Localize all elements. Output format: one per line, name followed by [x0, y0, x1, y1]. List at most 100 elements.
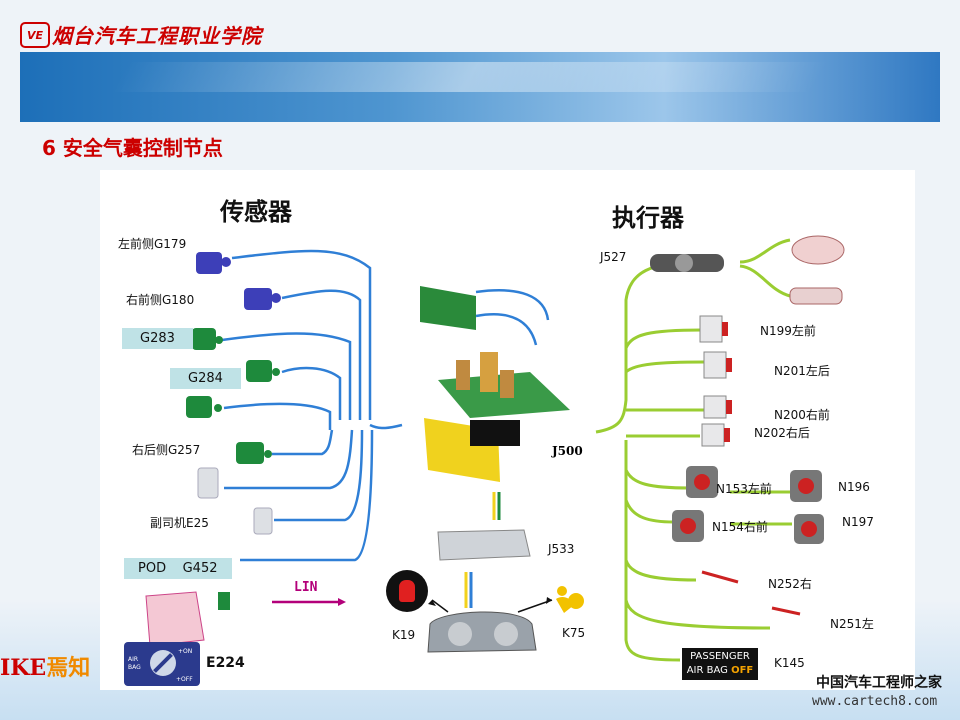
sensor-label-g452: POD G452 — [124, 558, 232, 579]
steering-harness-icon — [789, 287, 843, 305]
sensor-label-e25: 副司机E25 — [150, 516, 209, 530]
n202-icon — [701, 423, 725, 447]
airbag-warning-lamp-icon — [386, 570, 428, 612]
wire-pod — [240, 429, 374, 562]
ike-logo: IKE焉知 — [0, 650, 90, 682]
sensor-5-icon — [186, 396, 222, 418]
sensor-g180-icon — [244, 288, 281, 310]
actuator-label-n154: N154右前 — [712, 520, 768, 534]
wire-j527-a — [739, 238, 791, 264]
sensor-label-e224: E224 — [206, 655, 245, 671]
sensor-label-g180: 右前侧G180 — [126, 293, 195, 307]
wire-e25a — [224, 429, 354, 490]
airbag-indicator-icon — [556, 586, 584, 613]
lin-label: LIN — [294, 580, 318, 595]
wire-n251 — [624, 599, 771, 630]
n252-icon — [701, 570, 739, 584]
pab-line1: PASSENGER — [690, 651, 750, 662]
clock-spring-icon — [791, 235, 845, 265]
k75-label: K75 — [562, 626, 586, 640]
j533-gateway-icon — [437, 529, 531, 561]
actuator-label-n199: N199左前 — [760, 324, 816, 338]
sensor-e25a-icon — [197, 467, 219, 499]
sensor-label-g283: G283 — [122, 328, 193, 349]
actuator-wires — [595, 238, 792, 662]
e224-knob-icon — [150, 650, 176, 676]
e224-bag-text: BAG — [128, 664, 141, 671]
j527-steering-module-icon — [650, 254, 724, 272]
wire-sensor-trunk — [369, 423, 403, 430]
pab-line2: AIR BAG OFF — [686, 665, 754, 676]
sensor-wires — [221, 249, 550, 562]
wire-trunk — [595, 260, 701, 434]
college-logo-icon: VE — [20, 22, 50, 48]
actuator-label-n251: N251左 — [830, 617, 874, 631]
e224-air-text: AIR — [128, 656, 139, 663]
sensor-g179-icon — [196, 252, 231, 274]
sensor-label-g179: 左前侧G179 — [118, 237, 187, 251]
passenger-airbag-off-lamp: PASSENGER AIR BAG OFF — [682, 648, 758, 680]
actuator-label-k145: K145 — [774, 656, 805, 670]
actuator-label-n196: N196 — [838, 480, 870, 494]
header-banner — [20, 52, 940, 122]
wire-g179 — [231, 249, 372, 420]
wire-g283 — [221, 332, 352, 420]
sensor-g257-icon — [236, 442, 272, 464]
belt-tensioners — [672, 466, 824, 544]
actuator-label-n252: N252右 — [768, 577, 812, 591]
actuator-label-n153: N153左前 — [716, 482, 772, 496]
n251-icon — [771, 606, 801, 616]
college-name: 烟台汽车工程职业学院 — [52, 24, 262, 48]
wire-g180 — [281, 289, 362, 420]
wire-g257 — [272, 429, 334, 456]
sensor-label-g284: G284 — [170, 368, 241, 389]
instrument-cluster-icon — [427, 611, 537, 653]
sensor-label-g257: 右后侧G257 — [132, 443, 201, 457]
wire-e25b — [274, 429, 364, 522]
belt-buckle-icons — [701, 570, 801, 616]
slide-title: 6 安全气囊控制节点 — [42, 136, 223, 160]
pab-off-text: OFF — [731, 665, 754, 676]
k19-label: K19 — [392, 628, 416, 642]
wire-n153 — [624, 469, 691, 490]
ike-logo-letters: IKE — [0, 655, 47, 681]
can-bus-j533-k — [464, 572, 473, 608]
wire-j527-b — [739, 264, 791, 298]
actuator-label-n201: N201左后 — [774, 364, 830, 378]
can-bus-j500-j533 — [492, 492, 501, 520]
n201-icon — [703, 351, 727, 379]
sensor-g284-icon — [246, 360, 280, 382]
j533-label: J533 — [548, 542, 575, 556]
wire-n252 — [624, 559, 697, 582]
e224-on-text: +ON — [178, 648, 193, 655]
pod-seat-icon — [145, 591, 230, 647]
wire-n154 — [624, 499, 675, 524]
wire-g284 — [281, 366, 342, 420]
logo-text: VE — [26, 28, 44, 42]
watermark-cn: 中国汽车工程师之家 — [816, 675, 942, 691]
actuator-label-n200: N200右前 — [774, 408, 830, 422]
sensor-e25b-icon — [253, 507, 273, 535]
j500-label: J500 — [552, 444, 583, 458]
wire-j500-b — [475, 289, 550, 321]
j500-ecu-icon — [420, 286, 570, 482]
watermark-url: www.cartech8.com — [812, 694, 938, 709]
actuator-label-j527: J527 — [600, 250, 627, 264]
actuator-label-n202: N202右后 — [754, 426, 810, 440]
sensors-heading: 传感器 — [220, 197, 292, 226]
n200-icon — [703, 395, 727, 419]
wire-n199 — [624, 328, 703, 349]
e224-off-text: +OFF — [176, 676, 193, 683]
sensor-g283-icon — [192, 328, 223, 350]
passenger-airbag-switch-e224[interactable]: AIR BAG +ON +OFF — [124, 642, 200, 686]
ike-logo-cn: 焉知 — [46, 655, 91, 681]
n199-icon — [699, 315, 723, 343]
actuator-label-n197: N197 — [842, 515, 874, 529]
actuators-heading: 执行器 — [612, 203, 684, 232]
airbag-igniters — [699, 315, 727, 447]
igniter-connectors — [722, 322, 732, 442]
wire-j500-a — [475, 313, 538, 346]
wire-n201 — [624, 360, 705, 374]
wire-sensor5 — [223, 402, 332, 430]
